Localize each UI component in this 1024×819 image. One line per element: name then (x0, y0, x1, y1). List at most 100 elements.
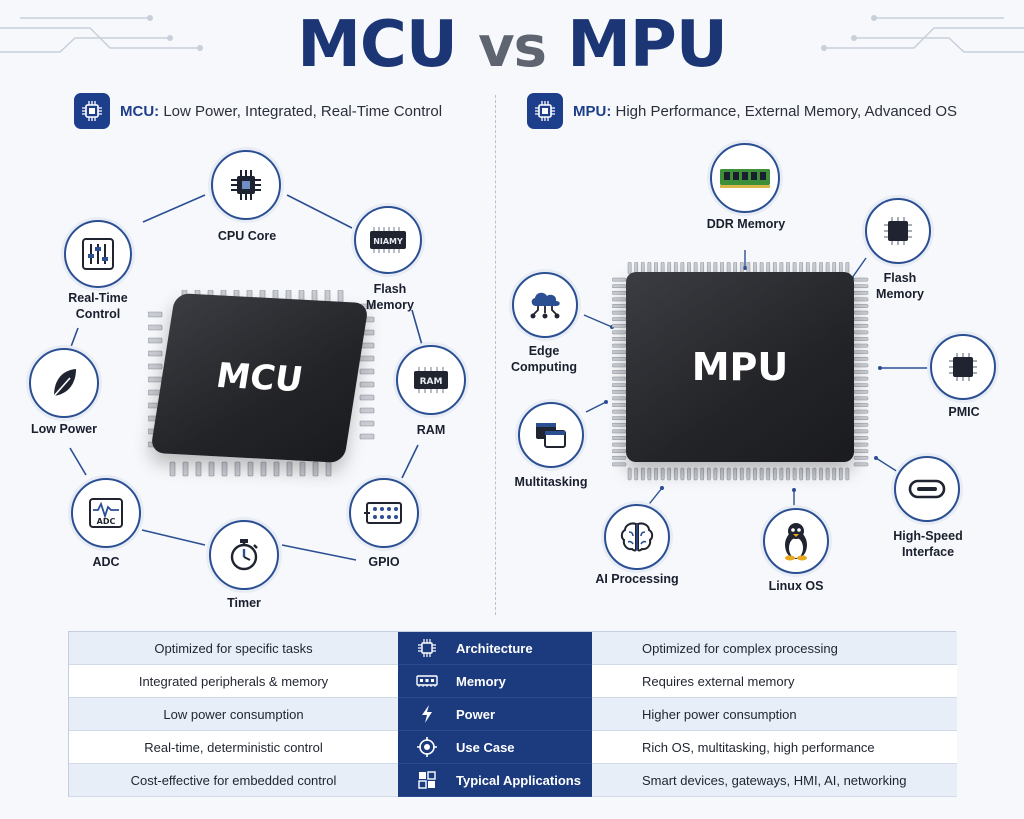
mpu-pin (654, 467, 658, 481)
svg-text:ADC: ADC (97, 517, 116, 526)
linux-os-node (763, 508, 829, 574)
realtime-control-node (64, 220, 132, 288)
mpu-pin (660, 467, 665, 481)
mpu-pin (853, 310, 869, 315)
timer-label: Timer (227, 596, 261, 610)
mpu-trait-cell: Optimized for complex processing (592, 632, 957, 665)
mpu-flash-node (865, 198, 931, 264)
mpu-pin (612, 389, 627, 394)
cpu-icon (231, 170, 261, 200)
category-label: Use Case (456, 739, 515, 755)
mcu-pin (247, 461, 254, 477)
mpu-pin (812, 467, 817, 481)
mpu-pin (853, 317, 869, 322)
mpu-pin (720, 467, 724, 481)
ai-processing-node (604, 504, 670, 570)
mpu-trait-cell: Smart devices, gateways, HMI, AI, networ… (592, 764, 957, 797)
adc-icon: ADC (89, 498, 123, 528)
mcu-pin (286, 461, 293, 477)
mcu-pin (208, 461, 215, 477)
mpu-pin (612, 376, 627, 381)
flash-chip-icon (884, 217, 912, 245)
mpu-pin (779, 467, 784, 481)
timer-node (209, 520, 279, 590)
mcu-chip-label: MCU (213, 355, 306, 401)
mpu-pin (680, 467, 685, 481)
ram-label: RAM (416, 423, 446, 437)
mpu-pin (853, 350, 869, 355)
mpu-pin (853, 370, 869, 374)
mpu-pin (700, 467, 705, 481)
mcu-pin (182, 461, 189, 477)
gpio-label: GPIO (368, 555, 400, 569)
mpu-pin (612, 317, 627, 322)
ai-processing-label: AI Processing (595, 572, 679, 586)
mcu-pin (359, 394, 375, 401)
high-speed-interface-label: High-Speed Interface (893, 529, 963, 559)
linux-os-label: Linux OS (768, 579, 824, 593)
category-label: Typical Applications (456, 772, 581, 788)
mpu-pin (612, 356, 627, 361)
grid-icon (398, 771, 456, 789)
mpu-pin (612, 422, 627, 427)
mpu-pin (612, 455, 627, 460)
mpu-pin (612, 284, 627, 289)
chip-icon (398, 638, 456, 658)
mpu-pin (634, 467, 639, 481)
mpu-pin (612, 323, 627, 328)
mpu-trait-cell: Requires external memory (592, 665, 957, 698)
usb-c-icon (908, 479, 946, 499)
mpu-pin (612, 343, 627, 348)
chip-icon (527, 93, 563, 129)
mpu-pin (853, 337, 869, 341)
mpu-pin (612, 277, 627, 282)
sliders-icon (82, 238, 114, 270)
low-power-node (29, 348, 99, 418)
mpu-pin (746, 467, 751, 481)
mcu-pin (359, 381, 375, 388)
mpu-pin (640, 467, 645, 481)
mpu-pin (853, 436, 869, 440)
mpu-chip-label: MPU (691, 345, 789, 389)
mpu-pin (612, 370, 627, 374)
mpu-pin (687, 467, 691, 481)
mpu-pin (667, 467, 672, 481)
mpu-pin (853, 363, 869, 368)
mpu-pin (853, 330, 869, 335)
edge-computing-label: Edge Computing (511, 344, 577, 374)
mcu-pin (169, 461, 176, 477)
adc-node: ADC (71, 478, 141, 548)
pmic-label: PMIC (948, 405, 980, 419)
mcu-pin (359, 420, 375, 427)
mcu-flash-node: NIAMY (354, 206, 422, 274)
mpu-pin (733, 467, 738, 481)
mcu-chip: MCU (150, 293, 369, 463)
mpu-pin (759, 467, 764, 481)
ram-chip-icon: RAM (414, 367, 448, 393)
mcu-flash-label: Flash Memory (366, 282, 414, 312)
category-label: Memory (456, 673, 506, 689)
mcu-trait-cell: Low power consumption (69, 698, 398, 731)
mcu-pin (234, 461, 241, 477)
ddr-memory-label: DDR Memory (706, 217, 786, 231)
mpu-pin (853, 389, 869, 394)
mcu-pin (260, 461, 267, 477)
mpu-pin (792, 467, 797, 481)
chip-icon (74, 93, 110, 129)
circuit-decoration-left (0, 15, 203, 53)
mpu-chip: MPU (626, 272, 854, 462)
mcu-pin (337, 290, 344, 303)
mcu-pin (299, 461, 306, 477)
memory-icon (398, 674, 456, 688)
mcu-pin (359, 407, 375, 414)
mcu-heading: MCU: Low Power, Integrated, Real-Time Co… (74, 93, 442, 129)
mpu-pin (853, 323, 869, 328)
cloud-network-icon (530, 292, 560, 319)
mpu-pin (766, 467, 771, 481)
mcu-pin (359, 368, 375, 375)
mpu-pin (612, 442, 627, 447)
target-icon (398, 736, 456, 758)
